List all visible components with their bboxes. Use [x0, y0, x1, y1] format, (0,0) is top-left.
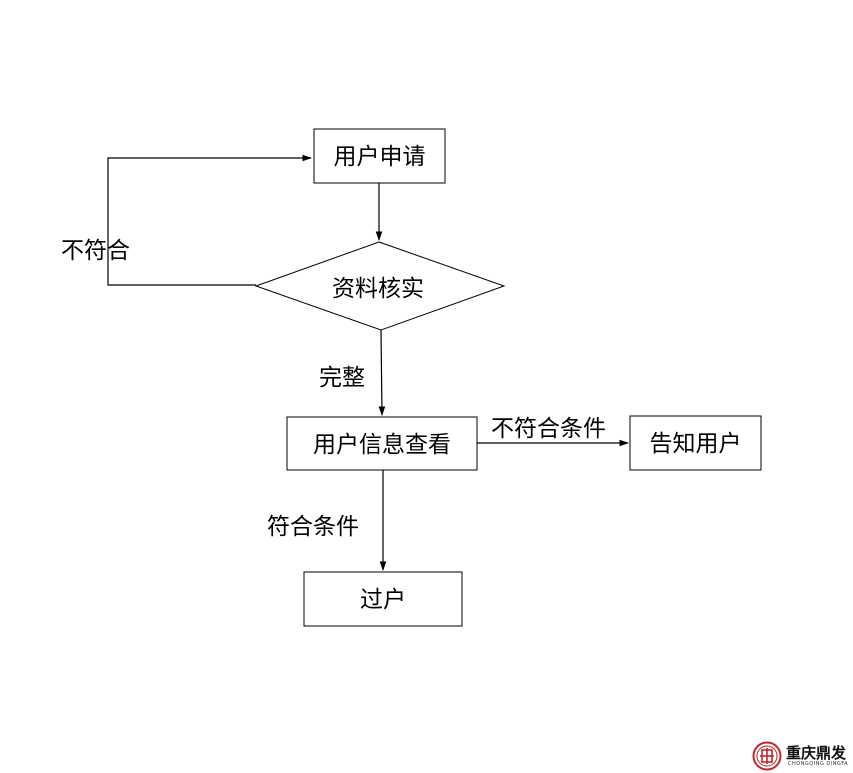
node-verify: 资料核实	[254, 241, 506, 331]
edge-verify-to-view-info	[378, 329, 386, 416]
brand-name: 重庆鼎发	[786, 744, 847, 762]
node-apply: 用户申请	[313, 128, 446, 184]
node-verify-label: 资料核实	[332, 276, 424, 302]
node-transfer-label: 过户	[360, 587, 406, 613]
node-notify: 告知用户	[629, 415, 762, 471]
edge-label-not-match: 不符合	[61, 238, 130, 264]
edge-label-match-conditions: 符合条件	[267, 514, 359, 540]
node-view-info: 用户信息查看	[286, 416, 478, 471]
edge-label-not-match-conditions: 不符合条件	[491, 416, 606, 442]
brand-subtitle: CHONGQING DINGFA	[788, 761, 849, 767]
node-apply-label: 用户申请	[334, 144, 426, 170]
edge-verify-loop-back	[107, 154, 312, 286]
edge-label-complete: 完整	[319, 365, 365, 391]
brand-logo: 重庆鼎发 CHONGQING DINGFA	[752, 740, 852, 773]
seal-icon	[752, 741, 782, 771]
node-transfer: 过户	[303, 571, 463, 627]
node-notify-label: 告知用户	[650, 431, 742, 457]
node-view-info-label: 用户信息查看	[313, 432, 451, 458]
